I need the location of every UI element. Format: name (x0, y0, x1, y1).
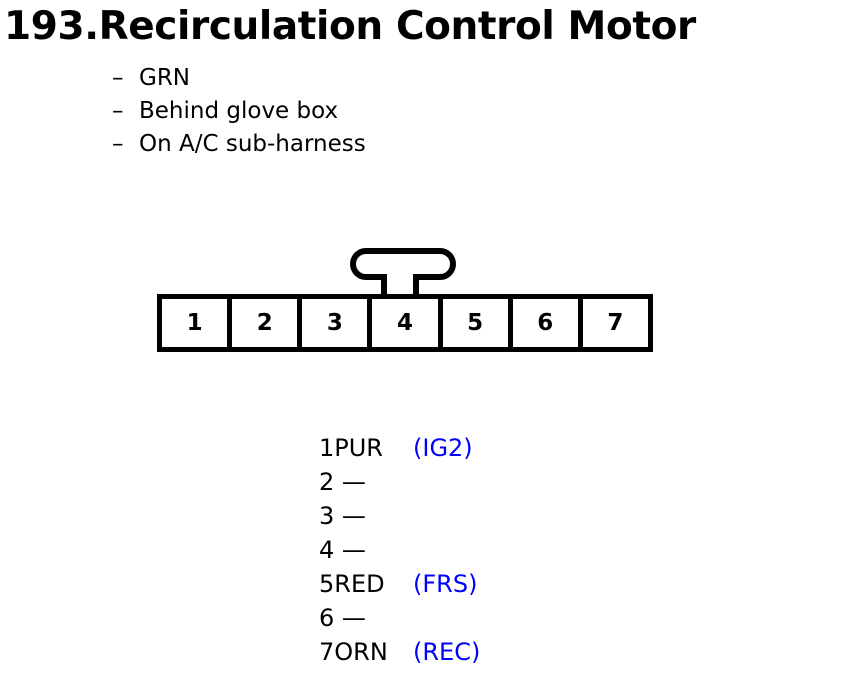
pin-id-label: 4 — (319, 536, 366, 564)
pin-id-label: 3 — (319, 502, 366, 530)
pin-assignment-row: 7ORN (REC) (319, 635, 639, 669)
pin-assignment-row: 6 — (319, 601, 639, 635)
pin-id-label: 6 — (319, 604, 366, 632)
bullet-dash-icon: – (112, 131, 124, 157)
connector-latch-tab-icon (350, 248, 456, 300)
pin-signal-label: (IG2) (413, 434, 473, 462)
list-item-label: On A/C sub-harness (139, 131, 366, 157)
pin-assignment-row: 2 — (319, 465, 639, 499)
pin-cell-5: 5 (442, 299, 513, 347)
pin-cell-1: 1 (162, 299, 233, 347)
pin-id-label: 7ORN (319, 638, 388, 666)
latch-joint-mask (387, 272, 413, 282)
pin-assignment-row: 5RED (FRS) (319, 567, 639, 601)
notes-list: – GRN – Behind glove box – On A/C sub-ha… (112, 62, 712, 161)
bullet-dash-icon: – (112, 98, 124, 124)
list-item: – On A/C sub-harness (112, 128, 712, 161)
list-item: – Behind glove box (112, 95, 712, 128)
connector-pin-row: 1 2 3 4 5 6 7 (157, 294, 653, 352)
pin-id-label: 2 — (319, 468, 366, 496)
pin-cell-6: 6 (512, 299, 583, 347)
pin-cell-2: 2 (232, 299, 303, 347)
pin-id-label: 5RED (319, 570, 385, 598)
pin-cell-4: 4 (372, 299, 443, 347)
pin-assignment-row: 3 — (319, 499, 639, 533)
bullet-dash-icon: – (112, 65, 124, 91)
list-item: – GRN (112, 62, 712, 95)
list-item-label: Behind glove box (139, 98, 339, 124)
page-title: 193.Recirculation Control Motor (4, 4, 696, 49)
pin-assignment-row: 1PUR (IG2) (319, 431, 639, 465)
list-item-label: GRN (139, 65, 191, 91)
pin-cell-7: 7 (582, 299, 648, 347)
pin-cell-3: 3 (302, 299, 373, 347)
pin-signal-label: (FRS) (413, 570, 478, 598)
pin-assignment-list: 1PUR (IG2) 2 — 3 — 4 — 5RED (FRS) 6 — 7O… (319, 431, 639, 669)
pin-signal-label: (REC) (413, 638, 481, 666)
pin-assignment-row: 4 — (319, 533, 639, 567)
pin-id-label: 1PUR (319, 434, 383, 462)
connector-diagram: 1 2 3 4 5 6 7 (157, 246, 657, 356)
